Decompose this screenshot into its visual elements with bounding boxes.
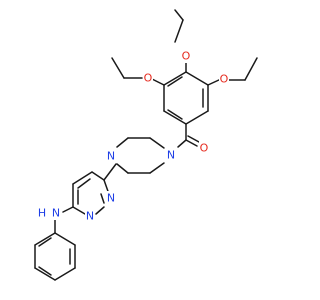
svg-text:O: O	[182, 50, 191, 63]
svg-text:O: O	[220, 73, 229, 86]
ethyl-group-top	[174, 9, 184, 43]
bond-piperazine-pyridazine	[103, 163, 117, 181]
svg-text:N: N	[167, 149, 175, 162]
carbonyl-group	[177, 123, 200, 148]
bond-ring-o-right	[207, 78, 222, 86]
atom-o-ethoxy-left: O	[143, 71, 153, 85]
svg-text:N: N	[52, 207, 60, 220]
trialkoxy-benzene-ring	[163, 71, 209, 125]
atom-n-piperazine-1: N	[166, 147, 176, 162]
atom-o-carbonyl: O	[199, 141, 209, 155]
svg-text:N: N	[107, 192, 115, 205]
atom-o-ethoxy-top: O	[181, 49, 191, 63]
ethyl-group-left	[111, 57, 143, 79]
chemical-structure-diagram: O O O O N N N N N H	[34, 9, 258, 281]
atom-n-pyridazine-2: N	[85, 208, 95, 223]
atom-h-amine: H	[37, 206, 47, 220]
atom-o-ethoxy-right: O	[219, 72, 229, 86]
atom-n-piperazine-4: N	[106, 148, 116, 163]
svg-text:O: O	[144, 72, 153, 85]
svg-text:O: O	[200, 142, 209, 155]
pyridazine-ring	[72, 171, 111, 215]
ethyl-group-right	[227, 57, 258, 81]
svg-text:H: H	[38, 207, 46, 220]
amine-linkage	[54, 206, 74, 234]
atom-n-amine: N	[51, 206, 61, 220]
svg-text:N: N	[86, 210, 94, 223]
phenyl-ring	[34, 232, 76, 281]
piperazine-ring	[116, 137, 165, 174]
atom-n-pyridazine-1: N	[105, 191, 115, 205]
svg-text:N: N	[107, 150, 115, 163]
